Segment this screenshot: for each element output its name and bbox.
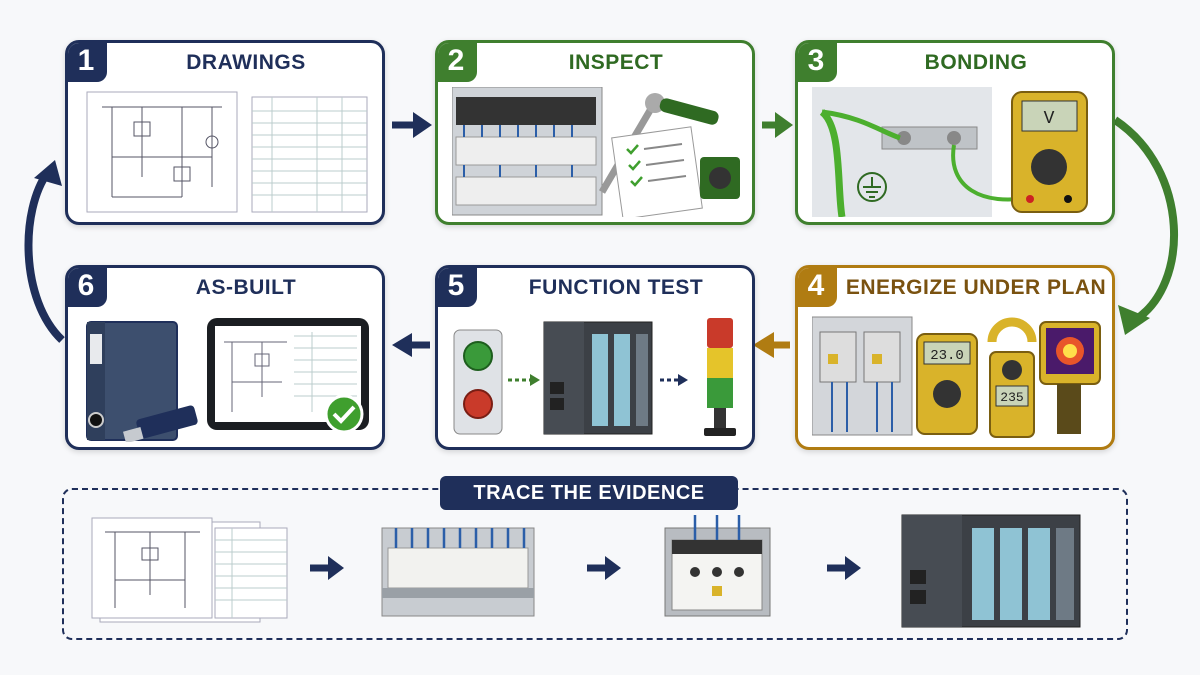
step-title: DRAWINGS xyxy=(186,51,306,74)
contactor-icon xyxy=(812,316,913,436)
trace-evidence-panel xyxy=(62,488,1128,640)
step-number: 2 xyxy=(438,43,477,82)
plc-icon xyxy=(543,321,653,435)
schematic-icon xyxy=(82,87,368,213)
multimeter-icon: 23.0 xyxy=(916,333,978,435)
step-number: 4 xyxy=(798,268,837,307)
binder-icon xyxy=(86,321,178,441)
thermal-camera-icon xyxy=(1039,321,1101,434)
usb-drive-icon xyxy=(123,405,198,442)
step-number: 5 xyxy=(438,268,477,307)
clamp-reading: 235 xyxy=(1000,390,1023,405)
step-number: 6 xyxy=(68,268,107,307)
step-title: FUNCTION TEST xyxy=(528,276,704,299)
arrow-5-to-6 xyxy=(392,333,430,357)
step-number: 1 xyxy=(68,43,107,82)
stack-light-icon xyxy=(704,318,736,436)
arrow-4-to-5 xyxy=(753,332,790,358)
step-as-built-card: 6 AS-BUILT xyxy=(65,265,385,450)
step-title: ENERGIZE UNDER PLAN xyxy=(845,276,1107,299)
schedule-table xyxy=(252,97,367,212)
step-energize-card: 4 ENERGIZE UNDER PLAN 23.0 235 xyxy=(795,265,1115,450)
arrow-2-to-3 xyxy=(762,112,793,138)
terminal-block-icon xyxy=(452,87,603,216)
multimeter-icon: V xyxy=(1011,91,1088,213)
bonding-meter-reading: V xyxy=(1044,109,1055,129)
step-bonding-card: 3 BONDING V xyxy=(795,40,1115,225)
arrow-6-to-1 xyxy=(24,160,65,343)
push-button-icon xyxy=(453,329,503,435)
checkmark-icon xyxy=(324,394,364,434)
step-title: INSPECT xyxy=(568,51,664,74)
step-function-test-card: 5 FUNCTION TEST xyxy=(435,265,755,450)
step-title: AS-BUILT xyxy=(195,276,297,299)
ground-symbol-icon xyxy=(857,172,887,202)
step-number: 3 xyxy=(798,43,837,82)
multimeter-reading: 23.0 xyxy=(930,348,964,364)
clamp-meter-icon: 235 xyxy=(987,317,1037,438)
arrow-1-to-2 xyxy=(392,112,432,138)
step-drawings-card: 1 DRAWINGS xyxy=(65,40,385,225)
trace-evidence-title: TRACE THE EVIDENCE xyxy=(440,476,738,510)
step-title: BONDING xyxy=(924,51,1028,74)
checklist-icon xyxy=(611,126,703,217)
arrow-3-to-4 xyxy=(1112,116,1179,335)
step-inspect-card: 2 INSPECT xyxy=(435,40,755,225)
